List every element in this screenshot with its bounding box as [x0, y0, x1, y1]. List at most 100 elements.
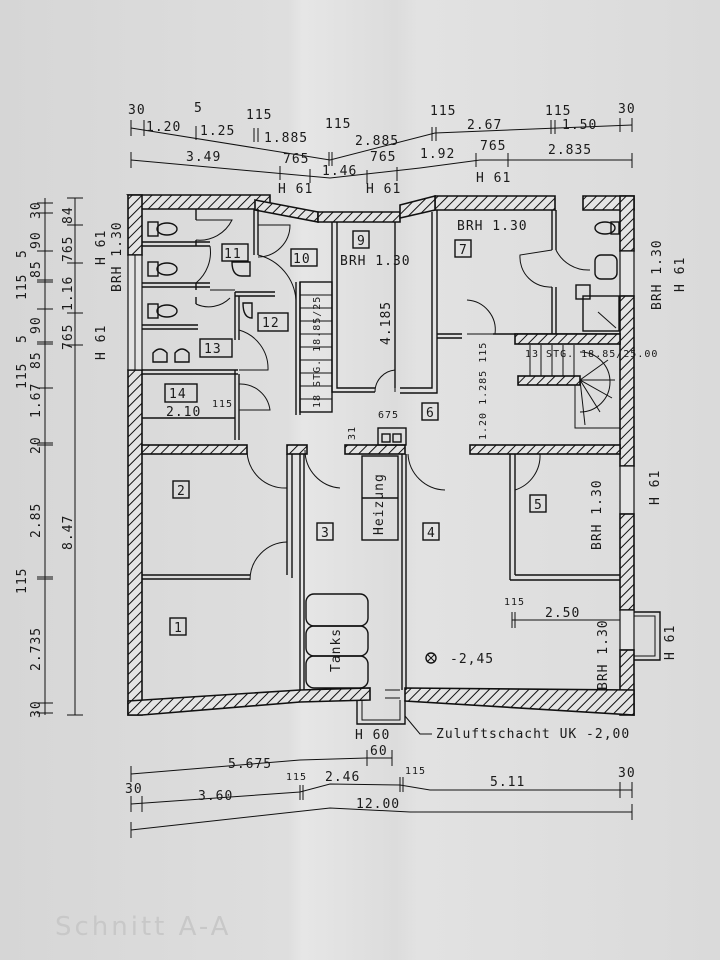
toilet-icon [147, 261, 178, 277]
room-number: 3 [321, 526, 330, 541]
dim-top-349: 3.49 [186, 150, 221, 165]
stair-left-label: 18 STG. 18.85/25 [312, 296, 323, 408]
dim-top-267: 2.67 [467, 118, 502, 133]
dim-bottom-246: 2.46 [325, 770, 360, 785]
stair-right-label: 13 STG. 18.85/25.00 [525, 349, 658, 360]
dim-top-5: 5 [194, 101, 203, 116]
dim-left-84: 84 [61, 206, 76, 224]
shower-icon [575, 284, 620, 332]
dim-bottom-360: 3.60 [198, 789, 233, 804]
dim-top-120: 1.20 [146, 120, 181, 135]
dim-left-765a: 765 [61, 236, 76, 262]
dim-top-2885: 2.885 [355, 134, 399, 149]
dim-top-115a: 115 [246, 108, 272, 123]
room-12[interactable]: 12 [257, 312, 289, 332]
dim-top-146: 1.46 [322, 164, 357, 179]
window-height-top-1: H 61 [278, 182, 313, 197]
dim-left-5a: 5 [15, 249, 30, 258]
window-height-top-2: H 61 [366, 182, 401, 197]
dim-bottom-30b: 30 [618, 766, 636, 781]
floor-level: -2,45 [450, 652, 494, 667]
dim-left-85b: 85 [29, 351, 44, 369]
room-13[interactable]: 13 [199, 338, 233, 358]
right-h-lower: H 61 [663, 625, 678, 660]
toilet-icon [594, 221, 620, 235]
toilet-icon [147, 221, 178, 237]
room-9[interactable]: 9 [352, 230, 370, 249]
room-number: 2 [177, 484, 186, 499]
window-brh-left: BRH 1.30 [110, 221, 125, 292]
sanitary-fixtures [147, 221, 620, 664]
right-h-mid: H 61 [648, 470, 663, 505]
room-number: 1 [174, 621, 183, 636]
room14-width: 2.10 [166, 405, 201, 420]
urinal-icon [174, 348, 190, 363]
dim-31: 31 [347, 426, 358, 440]
dim-top-150: 1.50 [562, 118, 597, 133]
dim-top-765b: 765 [370, 150, 396, 165]
room14-115: 115 [212, 399, 233, 410]
dim-top-30b: 30 [618, 102, 636, 117]
dim-top-765c: 765 [480, 139, 506, 154]
dim-left-115a: 115 [15, 274, 30, 300]
outer-walls [126, 194, 661, 725]
dim-top-2835: 2.835 [548, 143, 592, 158]
dim-left-285: 2.85 [29, 503, 44, 538]
door-swings [195, 219, 591, 581]
dim-bottom-total: 12.00 [356, 797, 400, 812]
dim-bottom-30a: 30 [125, 782, 143, 797]
dim-top-765a: 765 [283, 152, 309, 167]
dim-left-20: 20 [29, 436, 44, 454]
sink-icon [242, 302, 253, 319]
room-number: 7 [459, 243, 468, 258]
ghost-text: Schnitt A-A [55, 912, 231, 942]
room-number: 9 [357, 234, 366, 249]
bottom-dimension-chain: H 60 5.675 60 30 3.60 115 2.46 115 5.11 … [125, 728, 636, 838]
room7-brh: BRH 1.30 [457, 219, 528, 234]
dim-left-90a: 90 [29, 231, 44, 249]
room-2[interactable]: 2 [172, 480, 190, 499]
dim-bottom-5675: 5.675 [228, 757, 272, 772]
room-6[interactable]: 6 [421, 402, 439, 421]
room4-dim-250: 2.50 [545, 606, 580, 621]
zuluftschacht-label: Zuluftschacht UK -2,00 [436, 727, 630, 742]
right-brh-lower: BRH 1.30 [596, 619, 611, 690]
room-14[interactable]: 14 [164, 383, 198, 403]
room-7[interactable]: 7 [454, 239, 472, 258]
room-number: 14 [169, 387, 187, 402]
dim-left-5b: 5 [15, 334, 30, 343]
dim-left-30a: 30 [29, 201, 44, 219]
dim-top-125: 1.25 [200, 124, 235, 139]
dim-bottom-60: 60 [370, 744, 388, 759]
dim-bottom-115a: 115 [286, 772, 307, 783]
dim-left-115c: 115 [15, 568, 30, 594]
room-1[interactable]: 1 [169, 617, 187, 636]
window-height-top-3: H 61 [476, 171, 511, 186]
dim-left-30b: 30 [29, 700, 44, 718]
floor-drain-icon [425, 652, 437, 664]
room-number: 6 [426, 406, 435, 421]
urinal-icon [152, 348, 168, 363]
room-number: 12 [262, 316, 280, 331]
room-10[interactable]: 10 [290, 248, 318, 267]
room-number: 4 [427, 526, 436, 541]
room-11[interactable]: 11 [221, 243, 249, 262]
dim-top-1885: 1.885 [264, 131, 308, 146]
right-brh-upper: BRH 1.30 [650, 239, 665, 310]
room-4[interactable]: 4 [422, 522, 440, 541]
left-dimension-chain: 30 90 5 85 115 90 5 85 115 1.67 20 2.85 … [15, 197, 125, 718]
room-number: 13 [204, 342, 222, 357]
room-number: 10 [293, 252, 311, 267]
toilet-icon [147, 303, 178, 319]
dim-left-2735: 2.735 [29, 627, 44, 671]
room-labels: 1 2 3 4 5 6 7 9 10 11 12 13 14 [164, 230, 547, 636]
dim-left-167: 1.67 [29, 383, 44, 418]
room4-dim-115: 115 [504, 597, 525, 608]
room-5[interactable]: 5 [529, 494, 547, 513]
room-number: 11 [224, 247, 242, 262]
dim-room6-vertical: 1.20 1.285 115 [478, 342, 489, 440]
room-3[interactable]: 3 [316, 522, 334, 541]
dim-top-115b: 115 [325, 117, 351, 132]
